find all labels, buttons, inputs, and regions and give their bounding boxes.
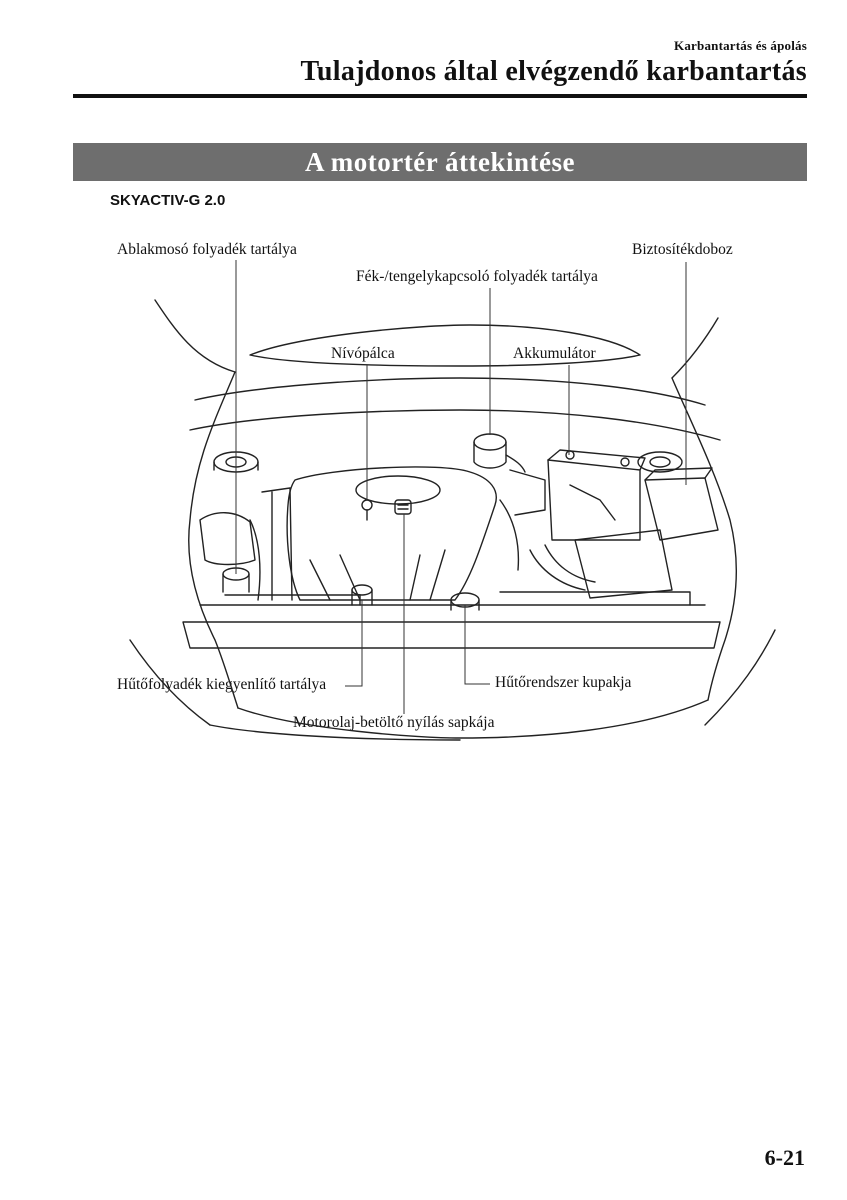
label-washer-reservoir: Ablakmosó folyadék tartálya [117, 241, 297, 258]
heading-divider [73, 94, 807, 98]
label-radiator-cap: Hűtőrendszer kupakja [495, 674, 632, 691]
label-brake-reservoir: Fék-/tengelykapcsoló folyadék tartálya [356, 268, 598, 285]
label-fuse-box: Biztosítékdoboz [632, 241, 733, 258]
page-number: 6-21 [764, 1145, 805, 1170]
label-battery: Akkumulátor [513, 345, 596, 362]
label-dipstick: Nívópálca [331, 345, 395, 362]
label-oil-filler-cap: Motorolaj-betöltő nyílás sapkája [293, 714, 495, 731]
chapter-title: Tulajdonos által elvégzendő karbantartás [300, 56, 807, 87]
section-title-bar: A motortér áttekintése [73, 143, 807, 181]
section-title-text: A motortér áttekintése [305, 146, 575, 177]
engine-variant-label: SKYACTIV-G 2.0 [110, 192, 226, 209]
section-title: Karbantartás és ápolás [674, 38, 807, 53]
